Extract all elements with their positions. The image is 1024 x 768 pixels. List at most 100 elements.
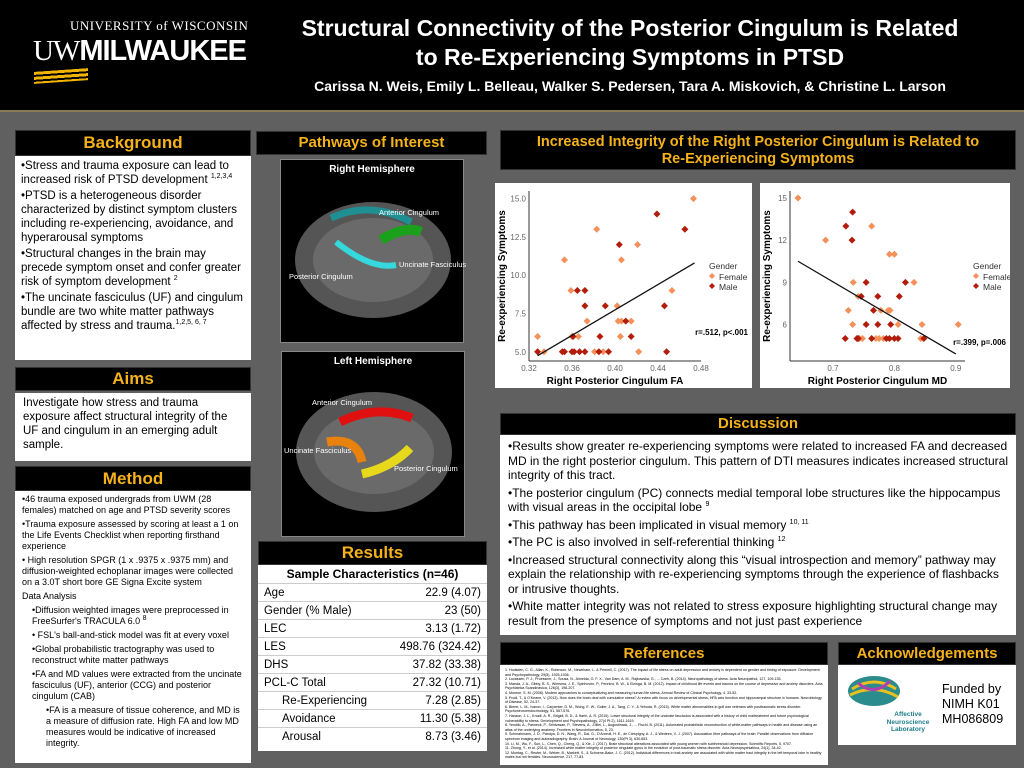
y-axis-label: Re-experiencing Symptoms: [497, 210, 508, 342]
y-tick-label: 10.0: [510, 271, 526, 280]
data-point-male: [660, 302, 668, 310]
data-point-male: [887, 320, 895, 328]
data-point-male: [862, 278, 870, 286]
data-point-male: [601, 302, 609, 310]
row-label: LES: [264, 640, 286, 653]
legend-item: Female: [719, 272, 748, 282]
method-bullet: • High resolution SPGR (1 x .9375 x .937…: [22, 555, 233, 587]
discussion-bullet: •This pathway has been implicated in vis…: [508, 517, 809, 532]
discussion-bullet: •Increased structural connectivity along…: [508, 552, 999, 596]
data-point-male: [895, 292, 903, 300]
references-heading: References: [500, 642, 828, 665]
background-box: •Stress and trauma exposure can lead to …: [15, 156, 251, 360]
left-hemisphere-title: Left Hemisphere: [333, 356, 413, 367]
method-heading: Method: [15, 466, 251, 491]
data-point-female: [560, 256, 568, 264]
references-box: 1. Hodsden, C. G., Allan, K., Robinson, …: [500, 665, 828, 765]
data-point-female: [849, 278, 857, 286]
data-point-female: [918, 320, 926, 328]
legend-item: Male: [719, 282, 738, 292]
x-tick-label: 0.44: [650, 364, 666, 373]
row-value: 3.13 (1.72): [425, 622, 481, 635]
data-point-male: [627, 332, 635, 340]
data-point-male: [573, 287, 581, 295]
right-hemisphere-image: Right Hemisphere Anterior Cingulum Uncin…: [280, 159, 466, 343]
method-sub-bullet: • FSL's ball-and-stick model was fit at …: [32, 630, 229, 640]
row-value: 23 (50): [444, 604, 481, 617]
data-point-female: [668, 287, 676, 295]
data-point-male: [534, 348, 542, 356]
logo-flag-icon: [34, 68, 88, 84]
data-point-male: [874, 292, 882, 300]
lab-name: Affective Neuroscience Laboratory: [886, 711, 930, 733]
row-value: 27.32 (10.71): [412, 676, 481, 689]
data-point-male: [581, 348, 589, 356]
reference-item: 9. Schmahmann, J. D., Pandya, D. N., Wan…: [505, 732, 814, 741]
data-point-female: [591, 348, 599, 356]
data-point-male: [890, 335, 898, 343]
data-point-male: [581, 287, 589, 295]
label-anterior-cingulum: Anterior Cingulum: [379, 208, 440, 217]
data-point-male: [874, 320, 882, 328]
data-point-male: [849, 208, 857, 216]
findings-heading: Increased Integrity of the Right Posteri…: [500, 130, 1016, 170]
data-point-male: [870, 306, 878, 314]
background-heading: Background: [15, 130, 251, 156]
brain-right-illustration: [295, 202, 451, 318]
data-point-male: [605, 348, 613, 356]
reference-item: 2. Lucassen, P. J., Pruessner, J., Sousa…: [505, 677, 782, 682]
data-point-female: [890, 250, 898, 258]
x-axis-label: Right Posterior Cingulum FA: [547, 376, 684, 387]
data-point-male: [560, 348, 568, 356]
data-point-female: [858, 335, 866, 343]
data-point-male: [862, 320, 870, 328]
data-point-male: [615, 241, 623, 249]
discussion-bullet: •The PC is also involved in self-referen…: [508, 535, 786, 549]
discussion-bullet: •Results show greater re-experiencing sy…: [508, 439, 1008, 482]
y-tick-label: 15.0: [510, 195, 526, 204]
y-tick-label: 12.5: [510, 233, 526, 242]
data-point-female: [844, 306, 852, 314]
aims-heading: Aims: [15, 367, 251, 391]
row-label: Re-Experiencing: [282, 694, 368, 707]
x-tick-label: 0.40: [607, 364, 623, 373]
data-point-male: [653, 210, 661, 218]
label-posterior-cingulum: Posterior Cingulum: [394, 464, 458, 473]
data-point-female: [613, 302, 621, 310]
pathways-heading: Pathways of Interest: [256, 131, 487, 155]
poster-header: UNIVERSITY of WISCONSIN UWMILWAUKEE Stru…: [0, 0, 1024, 112]
data-point-female: [567, 287, 575, 295]
reference-item: 4. Monroe, S. M. (2008). Modern approach…: [505, 690, 738, 695]
reference-item: 3. Maeda, J. A., Gibby, B. S., Wiersma, …: [505, 681, 823, 691]
data-point-male: [595, 348, 603, 356]
data-point-female: [635, 348, 643, 356]
data-point-male: [848, 236, 856, 244]
data-point-female: [910, 278, 918, 286]
brain-left-illustration: [296, 392, 452, 512]
data-point-female: [875, 335, 883, 343]
row-label: DHS: [264, 658, 289, 671]
row-label: Arousal: [282, 730, 321, 743]
data-point-male: [622, 317, 630, 325]
data-point-male: [570, 348, 578, 356]
label-uncinate-fasciculus: Uncinate Fasciculus: [284, 446, 352, 455]
legend-title: Gender: [973, 261, 1002, 271]
data-point-female: [634, 241, 642, 249]
row-value: 37.82 (33.38): [412, 658, 481, 671]
data-point-female: [617, 256, 625, 264]
label-posterior-cingulum: Posterior Cingulum: [289, 272, 353, 281]
data-point-male: [663, 348, 671, 356]
y-tick-label: 12: [778, 236, 787, 245]
x-tick-label: 0.9: [950, 364, 962, 373]
row-label: Avoidance: [282, 712, 336, 725]
legend-item: Male: [983, 282, 1002, 292]
data-point-male: [854, 335, 862, 343]
reference-item: 12. Montag, C., Reuter, M., Weber, B., M…: [505, 750, 822, 760]
data-point-female: [616, 332, 624, 340]
data-point-female: [593, 225, 601, 233]
